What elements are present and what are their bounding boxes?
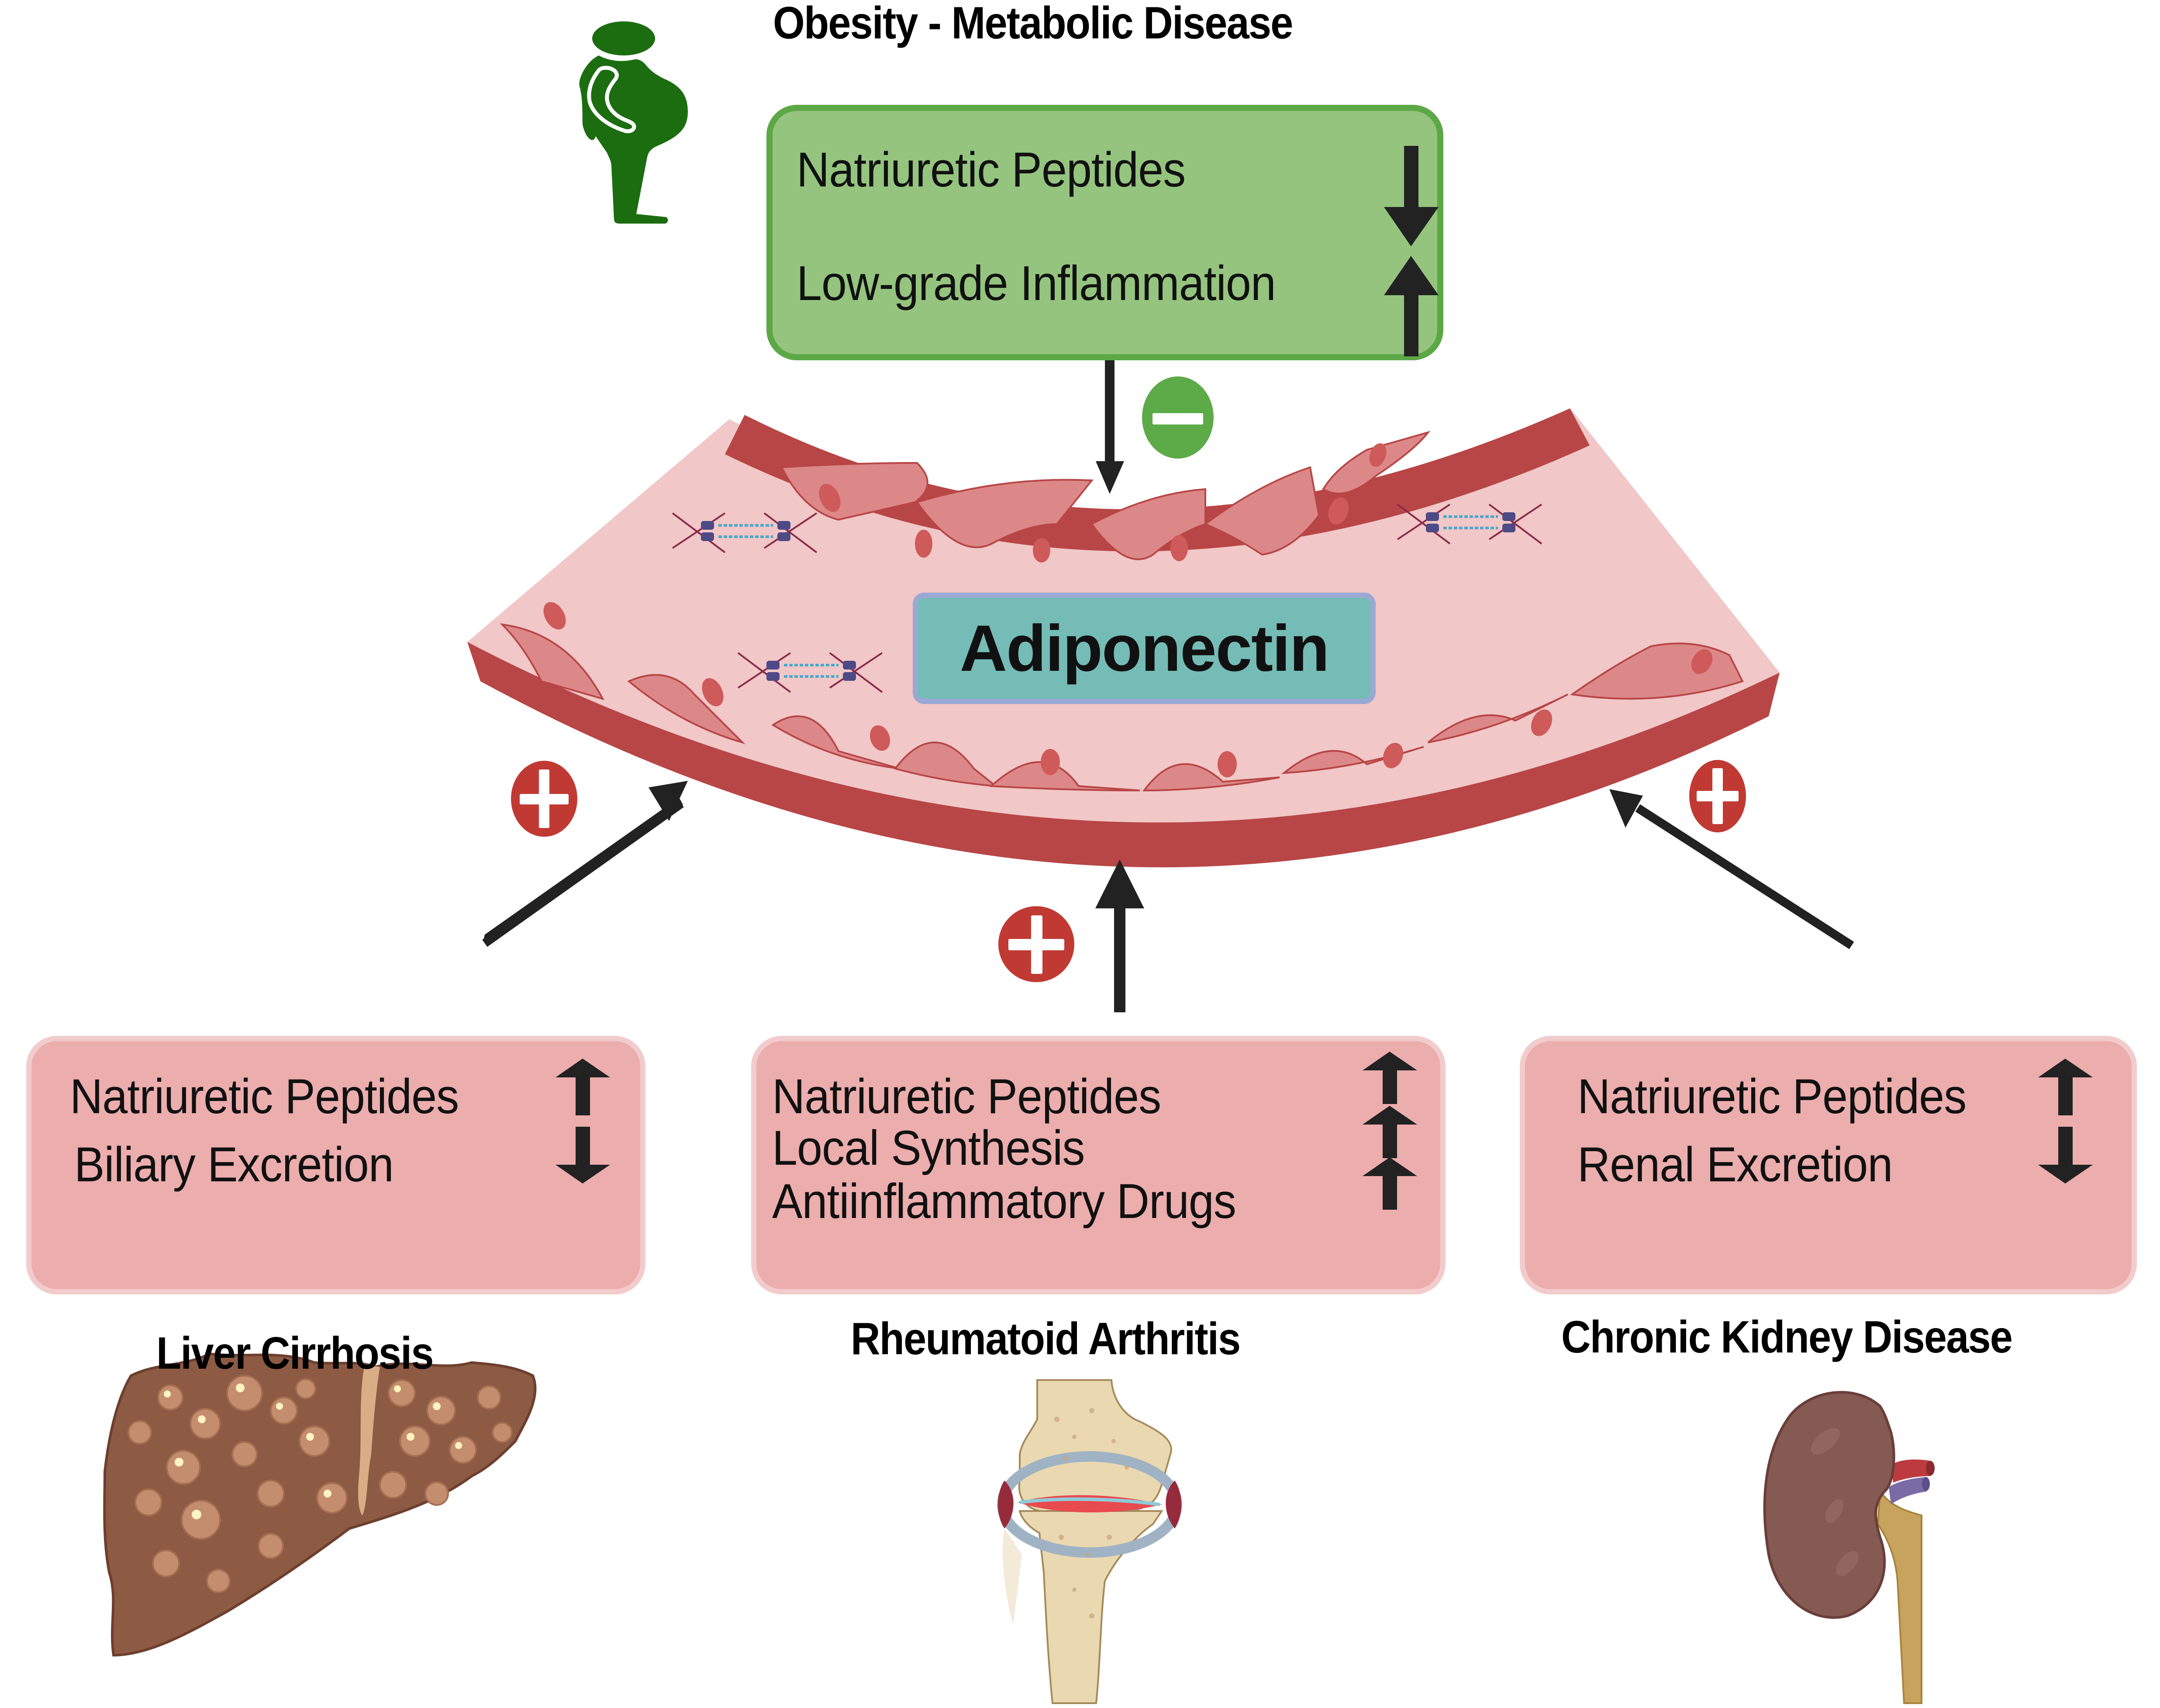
arrow-obesity-to-adiponectin [1096, 358, 1124, 494]
arrow-kidney-to-adiponectin [1609, 789, 1854, 949]
plus-badge-icon [998, 906, 1074, 982]
condition-title-chronic-kidney-disease: Chronic Kidney Disease [1561, 1312, 2013, 1363]
arrow-up-icon [1363, 1157, 1417, 1210]
obesity-item-label: Low-grade Inflammation [797, 256, 1276, 311]
arrow-down-icon [556, 1127, 610, 1184]
obese-person-icon [579, 21, 688, 224]
obesity-item-label: Natriuretic Peptides [797, 142, 1186, 197]
kidney-icon [1763, 1391, 1935, 1704]
liver-cirrhosis-box: Natriuretic Peptides Biliary Excretion [26, 1036, 645, 1294]
kidney-item-label: Natriuretic Peptides [1577, 1069, 1967, 1124]
adiponectin-label: Adiponectin [913, 593, 1376, 704]
arrow-down-icon [2038, 1127, 2093, 1184]
arthritis-item-label: Natriuretic Peptides [772, 1069, 1161, 1124]
arrow-up-icon [1363, 1052, 1417, 1104]
chronic-kidney-disease-box: Natriuretic Peptides Renal Excretion [1520, 1036, 2137, 1294]
liver-item-label: Biliary Excretion [74, 1137, 394, 1192]
liver-item-label: Natriuretic Peptides [70, 1069, 459, 1124]
cell-nuclei [819, 443, 1387, 562]
obesity-effects-box: Natriuretic Peptides Low-grade Inflammat… [766, 105, 1443, 360]
liver-nodules [128, 1375, 513, 1593]
joint-icon [997, 1379, 1182, 1704]
arrow-up-icon [2038, 1059, 2093, 1115]
arthritis-item-label: Local Synthesis [772, 1121, 1085, 1175]
rheumatoid-arthritis-box: Natriuretic Peptides Local Synthesis Ant… [751, 1036, 1446, 1294]
cell-junction-icon [672, 504, 1542, 693]
condition-title-rheumatoid-arthritis: Rheumatoid Arthritis [851, 1314, 1241, 1364]
liver-icon [103, 1352, 537, 1657]
condition-title-liver-cirrhosis: Liver Cirrhosis [156, 1328, 434, 1379]
arrow-down-icon [1384, 146, 1439, 246]
kidney-item-label: Renal Excretion [1577, 1137, 1893, 1192]
arrow-arthritis-to-adiponectin [1095, 859, 1144, 1012]
plus-badge-icon [1689, 760, 1746, 832]
arrow-liver-to-adiponectin [482, 781, 688, 947]
arrow-up-icon [1363, 1106, 1417, 1158]
arthritis-item-label: Antiinflammatory Drugs [772, 1174, 1236, 1228]
arrow-up-icon [556, 1059, 610, 1115]
arrow-up-icon [1384, 256, 1439, 356]
plus-badge-icon [511, 761, 577, 837]
minus-badge-icon [1142, 376, 1214, 459]
page-title: Obesity - Metabolic Disease [773, 0, 1293, 48]
